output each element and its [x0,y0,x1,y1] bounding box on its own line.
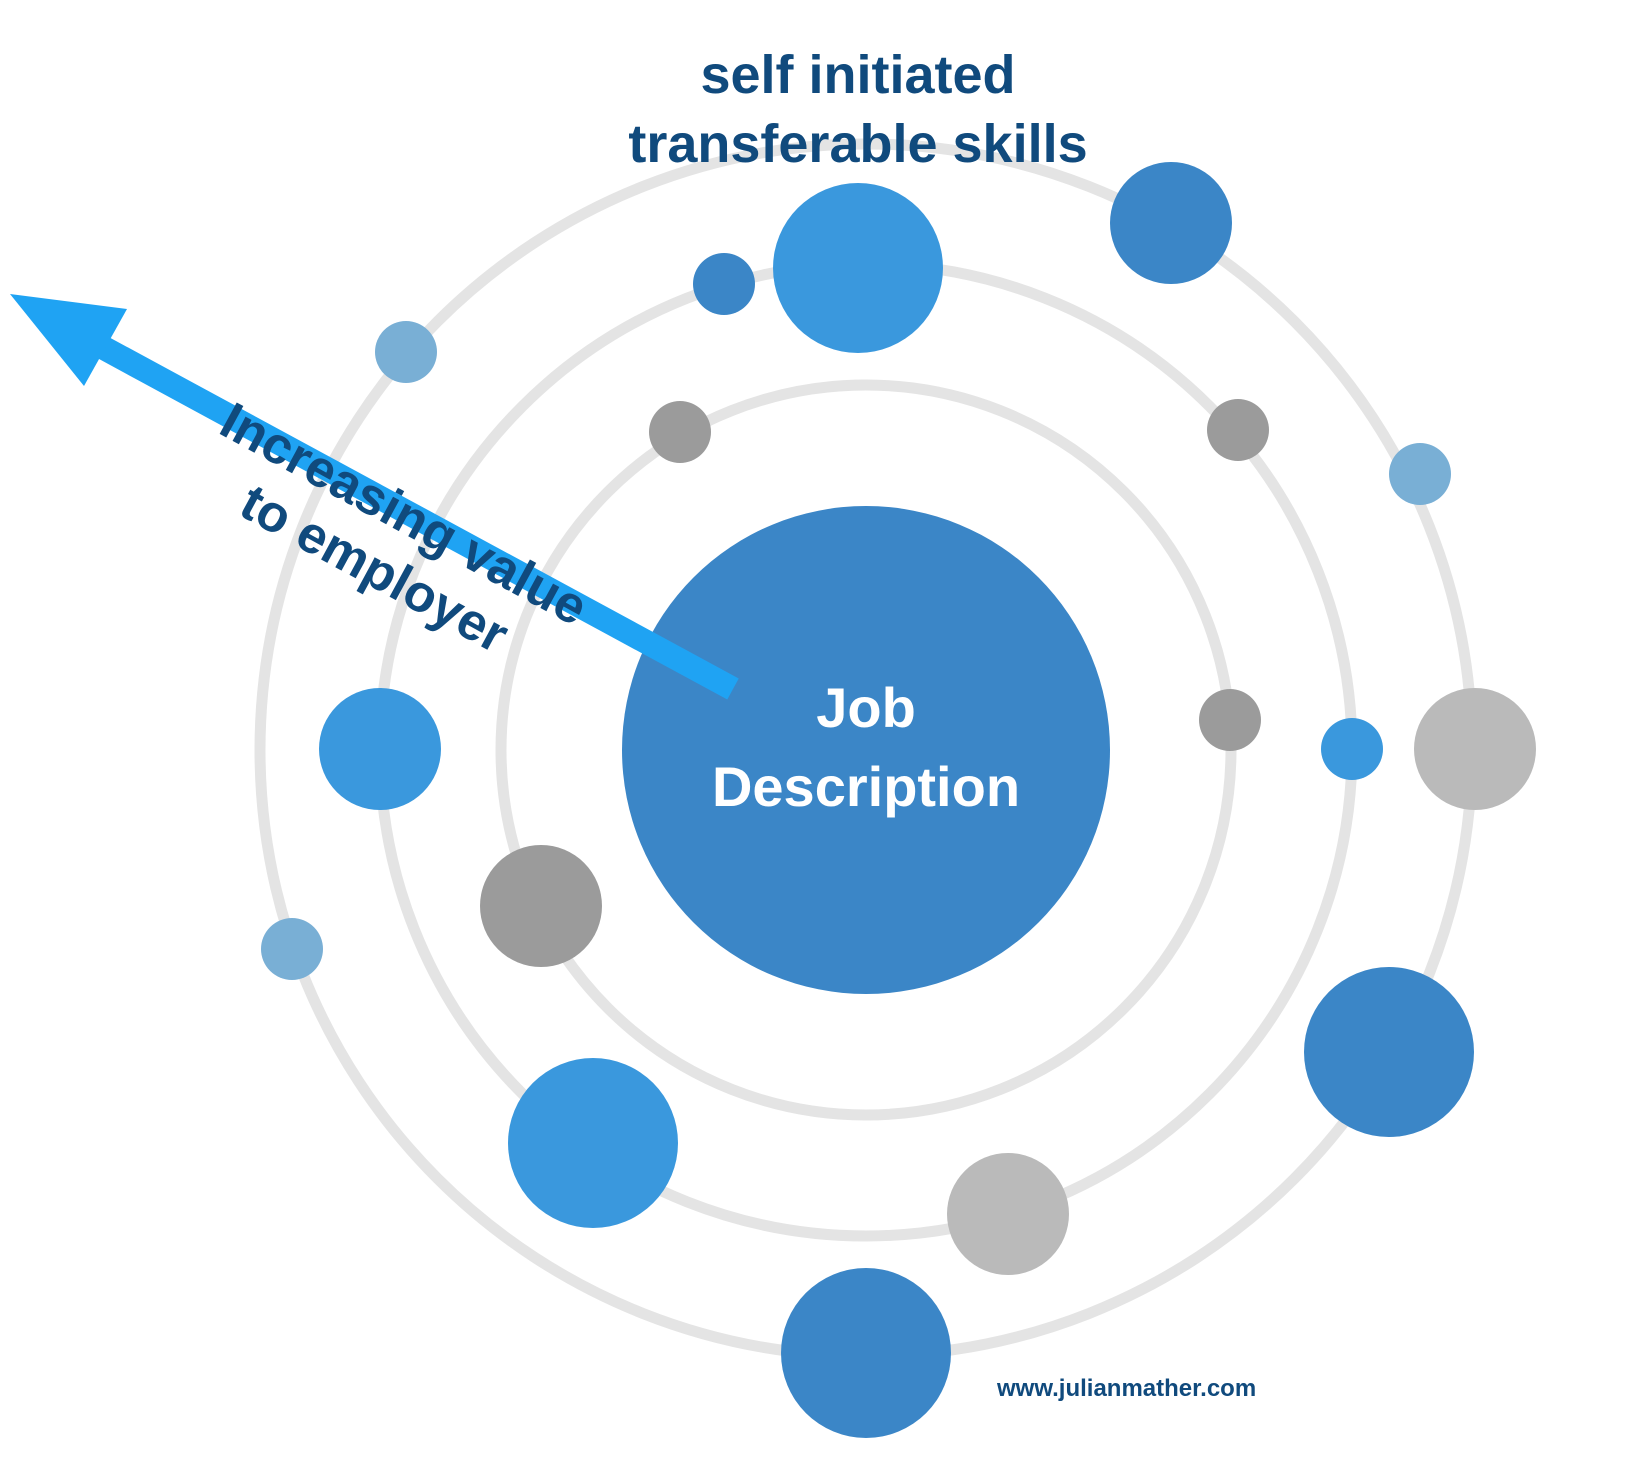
center-label-line2: Description [712,755,1020,818]
skill-bubble [693,253,755,315]
skill-bubble [261,918,323,980]
center-label-line1: Job [816,676,916,739]
skill-bubble [1414,688,1536,810]
skill-bubble [1207,399,1269,461]
skill-bubble [781,1268,951,1438]
skill-bubble [773,183,943,353]
website-credit: www.julianmather.com [996,1375,1256,1402]
skill-bubble [1321,718,1383,780]
skill-bubble [649,401,711,463]
skill-bubble [1110,162,1232,284]
skill-bubble [947,1153,1069,1275]
skill-bubble [508,1058,678,1228]
skill-bubble [1199,689,1261,751]
title-line2: transferable skills [628,114,1087,174]
skill-bubble [480,845,602,967]
skill-bubble [1389,443,1451,505]
skill-bubble [319,688,441,810]
increasing-value-arrow [10,294,739,700]
skill-bubble [375,321,437,383]
job-description-circle [622,506,1110,994]
title-line1: self initiated [700,45,1015,105]
skill-bubble [1304,967,1474,1137]
